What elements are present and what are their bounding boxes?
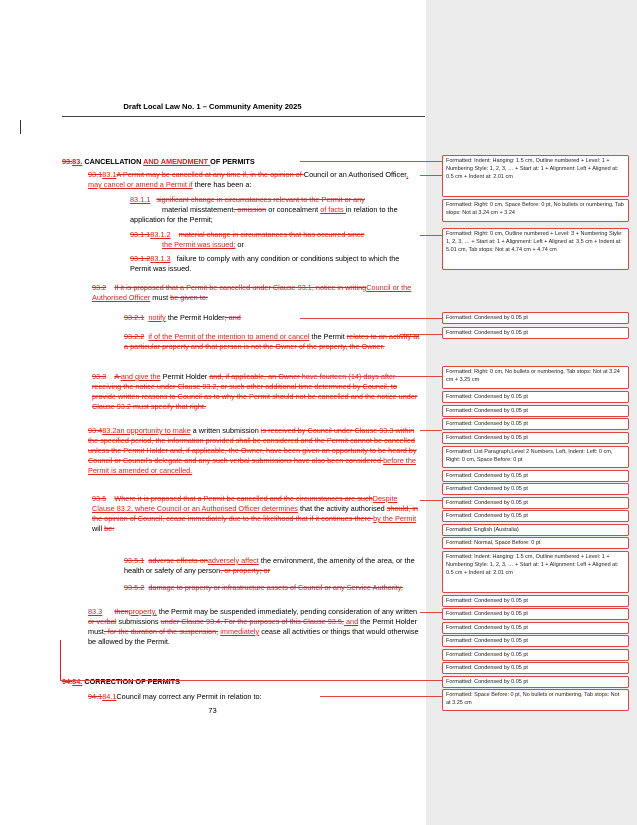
comment-balloon[interactable]: Formatted: Condensed by 0.05 pt xyxy=(442,391,629,403)
comment-balloon[interactable]: Formatted: Condensed by 0.05 pt xyxy=(442,405,629,417)
heading-93: 93.83. CANCELLATION AND AMENDMENT OF PER… xyxy=(62,157,255,166)
paragraph-93-5-1: 93.5.1 adverse effects onadversely affec… xyxy=(124,556,415,575)
comment-leader-line xyxy=(420,175,442,176)
comment-balloon[interactable]: Formatted: Normal, Space Before: 0 pt xyxy=(442,537,629,549)
comment-balloon[interactable]: Formatted: Condensed by 0.05 pt xyxy=(442,470,629,482)
paragraph-93-1: 93.183.1A Permit may be cancelled at any… xyxy=(88,170,409,189)
paragraph-83-1-2: 93.1.183.1.2 material change in circumst… xyxy=(130,230,365,249)
comment-balloon[interactable]: Formatted: Space Before: 0 pt, No bullet… xyxy=(442,689,629,711)
change-bar xyxy=(60,640,61,680)
comment-balloon[interactable]: Formatted: Right: 0 cm, No bullets or nu… xyxy=(442,366,629,389)
paragraph-84-1: 94.184.1Council may correct any Permit i… xyxy=(88,692,262,701)
paragraph-83-2: 93.483.2an opportunity to make a written… xyxy=(88,426,417,475)
comment-balloon[interactable]: Formatted: Right: 0 cm, Space Before: 0 … xyxy=(442,199,629,222)
comment-balloon[interactable]: Formatted: Condensed by 0.05 pt xyxy=(442,497,629,509)
comment-balloon[interactable]: Formatted: English (Australia) xyxy=(442,524,629,536)
comment-balloon[interactable]: Formatted: Condensed by 0.05 pt xyxy=(442,676,629,688)
comment-leader-line xyxy=(420,430,442,431)
heading-94: 94.84. CORRECTION OF PERMITS xyxy=(62,677,181,686)
page-header-title: Draft Local Law No. 1 – Community Amenit… xyxy=(123,102,302,111)
paragraph-83-1-1: 83.1.1 significant change in circumstanc… xyxy=(130,195,398,224)
comment-balloon[interactable]: Formatted: Condensed by 0.05 pt xyxy=(442,483,629,495)
comment-balloon[interactable]: Formatted: List Paragraph,Level 2 Number… xyxy=(442,446,629,468)
comment-leader-line xyxy=(400,334,442,335)
comment-leader-line xyxy=(420,612,442,613)
comment-balloon[interactable]: Formatted: Condensed by 0.05 pt xyxy=(442,635,629,647)
comment-leader-line xyxy=(300,376,442,377)
comment-leader-line xyxy=(300,318,442,319)
comment-balloon[interactable]: Formatted: Right: 0 cm, Outline numbered… xyxy=(442,228,629,270)
page-number: 73 xyxy=(208,706,217,715)
comment-balloon[interactable]: Formatted: Condensed by 0.05 pt xyxy=(442,608,629,620)
comment-leader-line xyxy=(320,696,442,697)
comment-balloon[interactable]: Formatted: Condensed by 0.05 pt xyxy=(442,327,629,339)
paragraph-93-2-2: 93.2.2 if of the Permit of the intention… xyxy=(124,332,420,351)
comment-balloon[interactable]: Formatted: Condensed by 0.05 pt xyxy=(442,418,629,430)
comment-balloon[interactable]: Formatted: Condensed by 0.05 pt xyxy=(442,649,629,661)
comment-balloon[interactable]: Formatted: Condensed by 0.05 pt xyxy=(442,432,629,444)
paragraph-83-3: 83.3 thenproperty, the Permit may be sus… xyxy=(88,607,419,646)
comment-balloon[interactable]: Formatted: Condensed by 0.05 pt xyxy=(442,662,629,674)
comment-leader-line xyxy=(420,235,442,236)
paragraph-93-2: 93.2 If it is proposed that a Permit be … xyxy=(92,283,412,302)
paragraph-93-5-2: 93.5.2 damage to property or infrastruct… xyxy=(124,583,403,592)
paragraph-93-5: 93.5 Where it is proposed that a Permit … xyxy=(92,494,418,533)
paragraph-83-1-3: 93.1.283.1.3 failure to comply with any … xyxy=(130,254,400,273)
comment-balloon[interactable]: Formatted: Condensed by 0.05 pt xyxy=(442,595,629,607)
comment-leader-line xyxy=(420,500,442,501)
header-rule xyxy=(62,116,425,117)
paragraph-93-2-1: 93.2.1 notify the Permit Holder; and xyxy=(124,313,241,322)
change-bar xyxy=(20,120,21,134)
comment-balloon[interactable]: Formatted: Condensed by 0.05 pt xyxy=(442,510,629,522)
comment-balloon[interactable]: Formatted: Indent: Hanging: 1.5 cm, Outl… xyxy=(442,551,629,593)
comment-balloon[interactable]: Formatted: Indent: Hanging: 1.5 cm, Outl… xyxy=(442,155,629,197)
comment-balloon[interactable]: Formatted: Condensed by 0.05 pt xyxy=(442,312,629,324)
comment-balloon[interactable]: Formatted: Condensed by 0.05 pt xyxy=(442,622,629,634)
comment-leader-line xyxy=(300,161,442,162)
comment-leader-line xyxy=(60,680,442,681)
paragraph-93-3: 93.3 A and give the Permit Holder and, i… xyxy=(92,372,418,411)
